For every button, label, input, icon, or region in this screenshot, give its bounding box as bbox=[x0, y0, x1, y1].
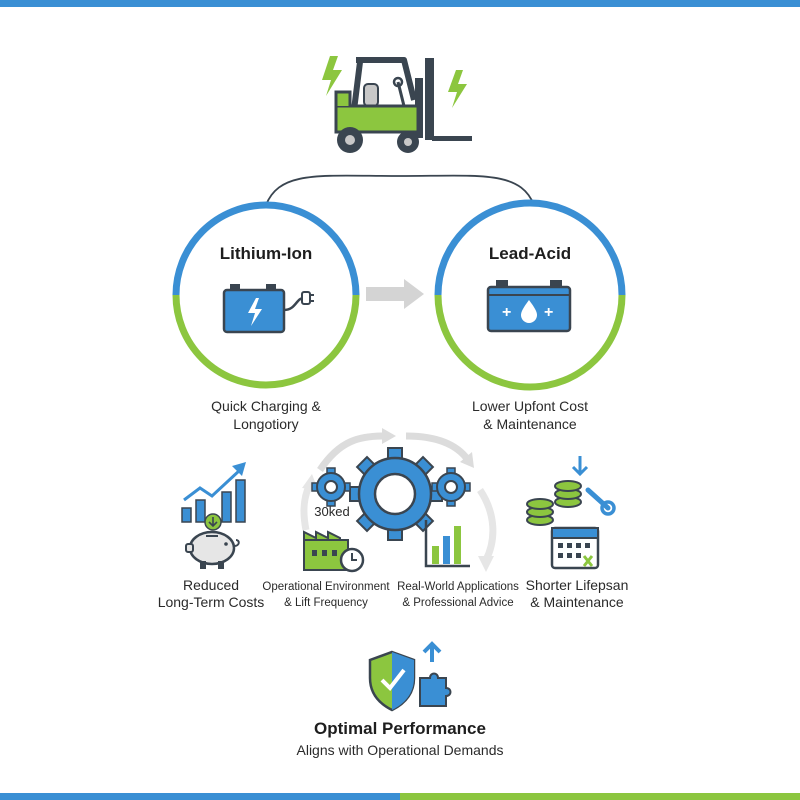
gear-large-icon bbox=[349, 447, 443, 541]
factor-operational-environment-line2: & Lift Frequency bbox=[284, 597, 368, 609]
factor-real-world-applications: Real-World Applications & Professional A… bbox=[392, 579, 524, 611]
gear-small-left-icon bbox=[311, 467, 351, 507]
lead-acid-caption: Lower Upfont Cost & Maintenance bbox=[440, 397, 620, 433]
lightning-right-icon bbox=[448, 70, 467, 108]
lithium-ion-caption: Quick Charging & Longotiory bbox=[176, 397, 356, 433]
lightning-left-icon bbox=[322, 56, 342, 96]
outcome-title: Optimal Performance bbox=[314, 719, 486, 738]
bottom-accent-bar-green bbox=[400, 793, 800, 800]
factor-reduced-costs-line2: Long-Term Costs bbox=[157, 594, 265, 610]
factor-operational-environment: Operational Environment & Lift Frequency bbox=[258, 579, 394, 611]
top-accent-bar bbox=[0, 0, 800, 7]
factor-reduced-costs: Reduced Long-Term Costs bbox=[146, 577, 276, 611]
lithium-ion-caption-line1: Quick Charging & bbox=[211, 398, 321, 414]
bottom-accent-bar-blue bbox=[0, 793, 400, 800]
svg-text:+: + bbox=[544, 304, 553, 321]
factor-shorter-lifespan-line2: & Maintenance bbox=[530, 594, 624, 610]
lithium-ion-caption-line2: Longotiory bbox=[233, 416, 299, 432]
factor-shorter-lifespan: Shorter Lifepsan & Maintenance bbox=[516, 577, 638, 611]
factor-operational-environment-line1: Operational Environment bbox=[262, 581, 390, 593]
factor-shorter-lifespan-line1: Shorter Lifepsan bbox=[525, 577, 629, 593]
gear-label: 30ked bbox=[314, 504, 350, 519]
factor-real-world-applications-line2: & Professional Advice bbox=[402, 597, 514, 609]
svg-text:+: + bbox=[502, 304, 511, 321]
lithium-ion-title: Lithium-Ion bbox=[219, 244, 313, 263]
gear-small-right-icon bbox=[431, 467, 471, 507]
factor-reduced-costs-line1: Reduced bbox=[182, 577, 240, 593]
outcome-subtitle: Aligns with Operational Demands bbox=[296, 742, 504, 758]
lead-acid-caption-line2: & Maintenance bbox=[483, 416, 577, 432]
factor-real-world-applications-line1: Real-World Applications bbox=[397, 581, 519, 593]
lead-acid-caption-line1: Lower Upfont Cost bbox=[472, 398, 588, 414]
lead-acid-title: Lead-Acid bbox=[488, 244, 572, 263]
